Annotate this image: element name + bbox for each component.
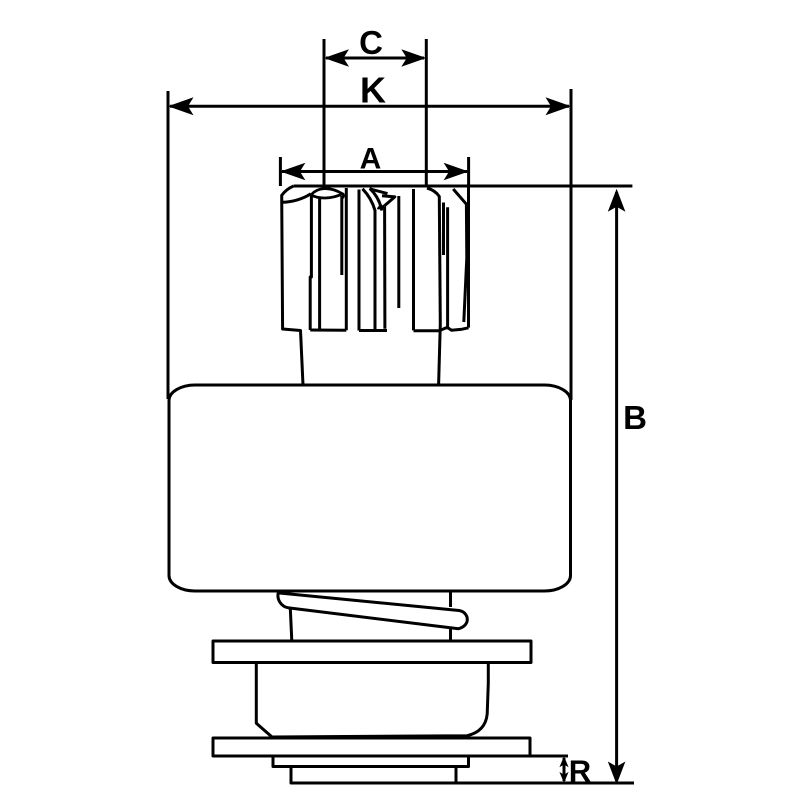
svg-text:A: A [360,143,382,176]
svg-text:C: C [359,24,383,61]
svg-text:R: R [569,754,591,789]
svg-text:K: K [360,70,386,111]
svg-text:B: B [623,399,647,436]
